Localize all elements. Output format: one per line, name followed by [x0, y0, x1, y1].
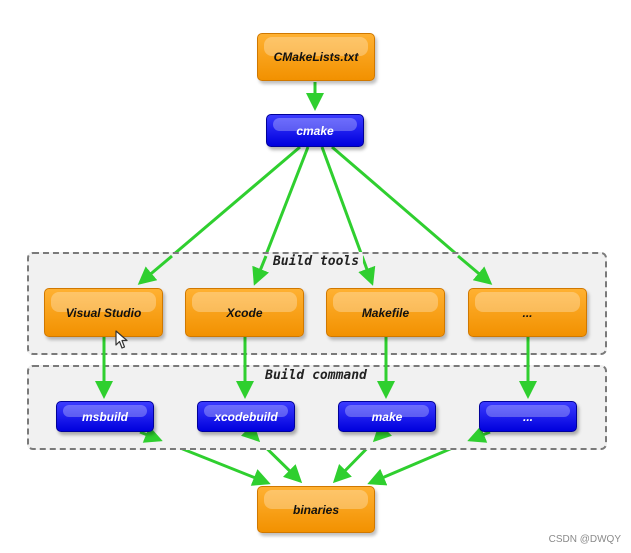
cmakelists-node: CMakeLists.txt: [257, 33, 375, 81]
other-command-label: ...: [522, 409, 533, 424]
makefile-node: Makefile: [326, 288, 445, 337]
other-tool-label: ...: [522, 305, 533, 320]
xcode-label: Xcode: [226, 305, 263, 320]
cmake-node: cmake: [266, 114, 364, 147]
cmakelists-label: CMakeLists.txt: [273, 50, 359, 64]
xcodebuild-node: xcodebuild: [197, 401, 295, 432]
msbuild-node: msbuild: [56, 401, 154, 432]
build-command-label: Build command: [261, 368, 371, 383]
makefile-label: Makefile: [361, 305, 410, 320]
binaries-node: binaries: [257, 486, 375, 533]
visual-studio-label: Visual Studio: [65, 305, 142, 320]
binaries-label: binaries: [292, 502, 340, 517]
other-tool-node: ...: [468, 288, 587, 337]
xcodebuild-label: xcodebuild: [214, 409, 278, 424]
other-command-node: ...: [479, 401, 577, 432]
cmake-label: cmake: [296, 123, 334, 138]
mouse-cursor-icon: [115, 330, 128, 349]
make-label: make: [371, 409, 403, 424]
xcode-node: Xcode: [185, 288, 304, 337]
visual-studio-node: Visual Studio: [44, 288, 163, 337]
make-node: make: [338, 401, 436, 432]
build-tools-label: Build tools: [268, 254, 364, 269]
watermark: CSDN @DWQY: [548, 534, 621, 545]
msbuild-label: msbuild: [81, 409, 128, 424]
